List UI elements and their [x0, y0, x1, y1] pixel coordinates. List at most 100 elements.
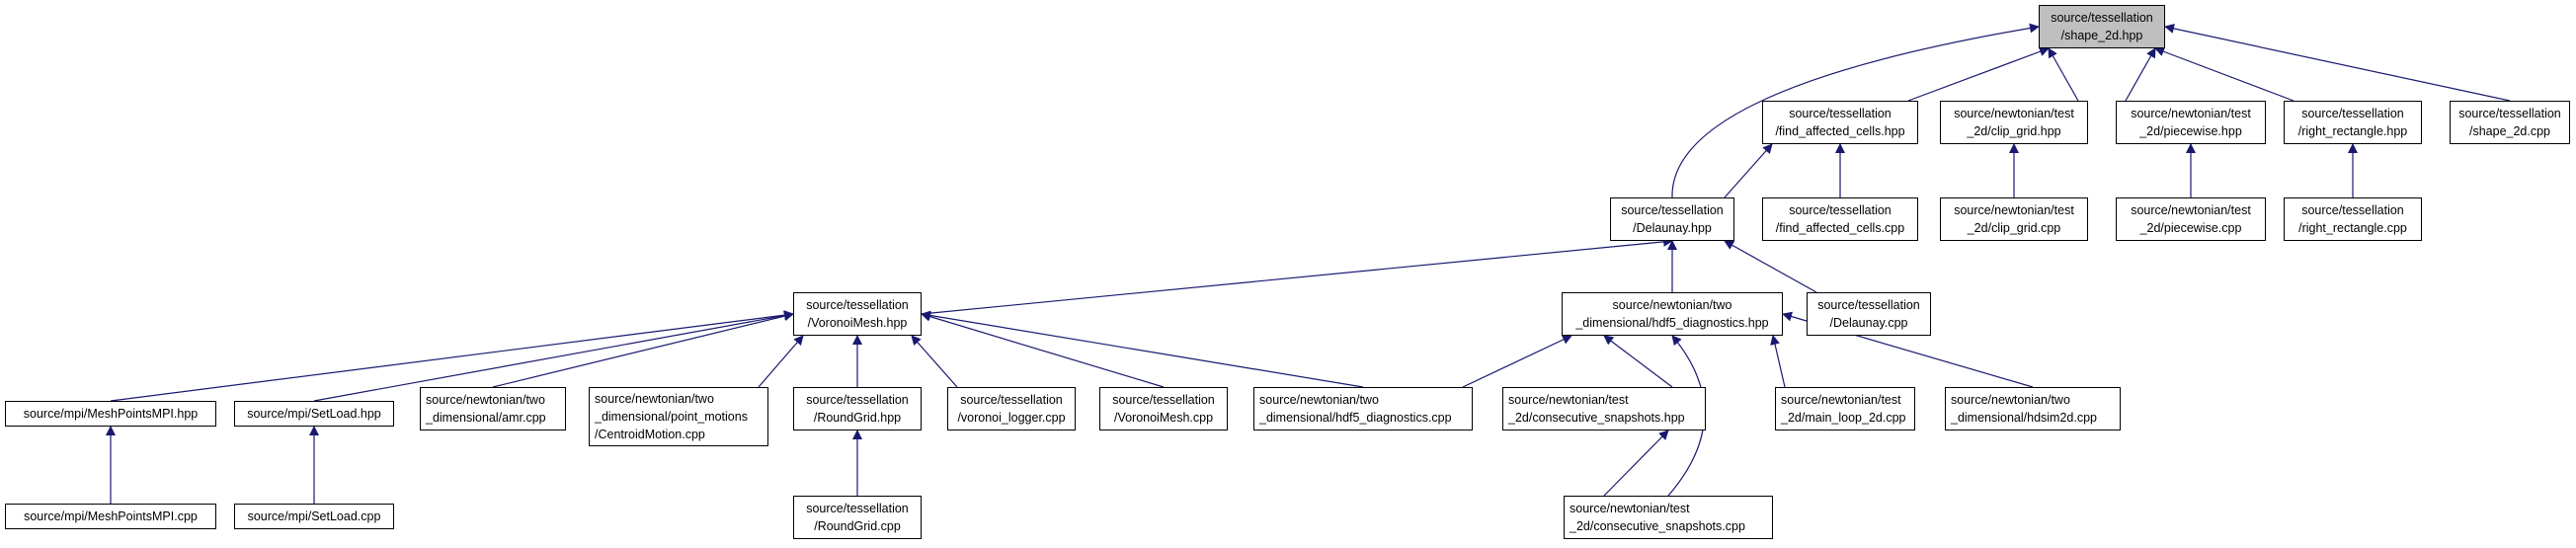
node-label-line: source/newtonian/test: [1954, 203, 2074, 217]
node-label-line: source/mpi/MeshPointsMPI.cpp: [24, 509, 198, 523]
edge-centroidmotion-cpp-to-voronoimesh-hpp: [758, 335, 804, 388]
node-label-line: source/newtonian/two: [595, 392, 714, 406]
edge-delaunay-cpp-to-delaunay-hpp: [1724, 240, 1817, 293]
node-label-line: source/tessellation: [1789, 203, 1892, 217]
node-main-loop-2d-cpp[interactable]: source/newtonian/test _2d/main_loop_2d.cp…: [1775, 387, 1915, 431]
node-label-line: source/newtonian/two: [1259, 393, 1379, 407]
node-label-line: _2d/clip_grid.hpp: [1967, 124, 2061, 138]
node-shape-2d-cpp[interactable]: source/tessellation/shape_2d.cpp: [2450, 101, 2570, 144]
node-label-line: source/newtonian/two: [426, 393, 545, 407]
node-amr-cpp[interactable]: source/newtonian/two _dimensional/amr.cpp: [420, 387, 566, 431]
node-voronoimesh-hpp[interactable]: source/tessellation/VoronoiMesh.hpp: [793, 292, 922, 336]
node-clip-grid-hpp[interactable]: source/newtonian/test_2d/clip_grid.hpp: [1940, 101, 2088, 144]
node-label-line: _2d/clip_grid.cpp: [1967, 221, 2061, 235]
node-hdf5-diagnostics-cpp[interactable]: source/newtonian/two _dimensional/hdf5_di…: [1253, 387, 1473, 431]
node-label-line: _2d/consecutive_snapshots.cpp: [1570, 519, 1745, 533]
node-label-line: /right_rectangle.hpp: [2297, 124, 2408, 138]
edge-piecewise-hpp-to-shape-2d-hpp: [2125, 47, 2156, 102]
node-setload-cpp[interactable]: source/mpi/SetLoad.cpp: [234, 504, 394, 529]
edge-delaunay-hpp-to-shape-2d-hpp: [1671, 23, 2040, 198]
edge-voronoimesh-hpp-to-delaunay-hpp: [921, 236, 1673, 315]
edge-main-loop-2d-cpp-to-hdf5-diagnostics-hpp: [1770, 335, 1786, 388]
node-label-line: source/tessellation: [1817, 298, 1920, 312]
edge-hdf5-diagnostics-cpp-to-voronoimesh-hpp: [921, 310, 1364, 388]
node-meshpointsmpi-cpp[interactable]: source/mpi/MeshPointsMPI.cpp: [5, 504, 216, 529]
node-roundgrid-cpp[interactable]: source/tessellation/RoundGrid.cpp: [793, 496, 922, 539]
node-label-line: /CentroidMotion.cpp: [595, 428, 705, 441]
node-meshpointsmpi-hpp[interactable]: source/mpi/MeshPointsMPI.hpp: [5, 401, 216, 427]
edge-clip-grid-hpp-to-shape-2d-hpp: [2048, 47, 2079, 102]
node-delaunay-hpp[interactable]: source/tessellation/Delaunay.hpp: [1610, 197, 1734, 241]
node-label-line: /voronoi_logger.cpp: [957, 411, 1066, 425]
node-centroidmotion-cpp[interactable]: source/newtonian/two _dimensional/point_m…: [589, 387, 768, 446]
node-label-line: /VoronoiMesh.hpp: [807, 316, 908, 330]
node-hdf5-diagnostics-hpp[interactable]: source/newtonian/two _dimensional/hdf5_di…: [1562, 292, 1783, 336]
node-label-line: /shape_2d.cpp: [2468, 124, 2550, 138]
edge-find-affected-cells-hpp-to-shape-2d-hpp: [1907, 46, 2050, 102]
node-piecewise-cpp[interactable]: source/newtonian/test _2d/piecewise.cpp: [2116, 197, 2266, 241]
edge-right-rectangle-hpp-to-shape-2d-hpp: [2154, 46, 2294, 102]
edge-consecutive-snapshots-hpp-to-hdf5-diagnostics-hpp: [1603, 335, 1673, 388]
node-label-line: source/newtonian/two: [1612, 298, 1732, 312]
node-label-line: source/newtonian/two: [1951, 393, 2070, 407]
node-label-line: source/tessellation: [1621, 203, 1724, 217]
node-label-line: source/tessellation: [806, 502, 909, 515]
node-voronoimesh-cpp[interactable]: source/tessellation/VoronoiMesh.cpp: [1099, 387, 1228, 431]
node-label-line: source/tessellation: [806, 298, 909, 312]
node-label-line: source/tessellation: [1112, 393, 1215, 407]
node-label-line: /shape_2d.hpp: [2060, 29, 2143, 42]
edge-voronoi-logger-cpp-to-voronoimesh-hpp: [911, 335, 958, 388]
node-right-rectangle-cpp[interactable]: source/tessellation/right_rectangle.cpp: [2284, 197, 2422, 241]
node-label-line: /find_affected_cells.cpp: [1775, 221, 1905, 235]
edge-meshpointsmpi-hpp-to-voronoimesh-hpp: [110, 310, 794, 402]
node-label-line: _2d/piecewise.cpp: [2139, 221, 2242, 235]
node-label-line: source/tessellation: [2301, 107, 2404, 120]
edge-setload-hpp-to-voronoimesh-hpp: [313, 310, 794, 402]
edge-delaunay-hpp-to-find-affected-cells-hpp: [1724, 143, 1773, 198]
node-label-line: source/newtonian/test: [1570, 502, 1690, 515]
node-piecewise-hpp[interactable]: source/newtonian/test _2d/piecewise.hpp: [2116, 101, 2266, 144]
node-label-line: source/tessellation: [1789, 107, 1892, 120]
node-right-rectangle-hpp[interactable]: source/tessellation/right_rectangle.hpp: [2284, 101, 2422, 144]
edge-voronoimesh-cpp-to-voronoimesh-hpp: [921, 311, 1165, 388]
node-shape-2d-hpp: source/tessellation/shape_2d.hpp: [2039, 5, 2165, 48]
node-label-line: /find_affected_cells.hpp: [1775, 124, 1905, 138]
edges-group: [106, 23, 2511, 504]
node-find-affected-cells-hpp[interactable]: source/tessellation/find_affected_cells.…: [1762, 101, 1918, 144]
node-clip-grid-cpp[interactable]: source/newtonian/test _2d/clip_grid.cpp: [1940, 197, 2088, 241]
node-label-line: source/mpi/MeshPointsMPI.hpp: [23, 407, 199, 421]
node-label-line: source/newtonian/test: [1781, 393, 1901, 407]
edge-amr-cpp-to-voronoimesh-hpp: [492, 311, 794, 388]
node-roundgrid-hpp[interactable]: source/tessellation/RoundGrid.hpp: [793, 387, 922, 431]
node-label-line: source/tessellation: [2051, 11, 2153, 25]
node-label-line: source/newtonian/test: [2131, 107, 2251, 120]
node-label-line: _dimensional/point_motions: [595, 410, 748, 424]
node-label-line: source/mpi/SetLoad.cpp: [247, 509, 381, 523]
node-label-line: source/tessellation: [2458, 107, 2561, 120]
node-label-line: _dimensional/hdf5_diagnostics.cpp: [1259, 411, 1452, 425]
node-label-line: source/tessellation: [960, 393, 1063, 407]
node-label-line: source/newtonian/test: [1508, 393, 1629, 407]
node-label-line: source/tessellation: [806, 393, 909, 407]
node-label-line: source/newtonian/test: [2131, 203, 2251, 217]
node-setload-hpp[interactable]: source/mpi/SetLoad.hpp: [234, 401, 394, 427]
node-consecutive-snapshots-cpp[interactable]: source/newtonian/test _2d/consecutive_sna…: [1564, 496, 1773, 539]
node-hdsim2d-cpp[interactable]: source/newtonian/two _dimensional/hdsim2d…: [1945, 387, 2121, 431]
node-label-line: _dimensional/hdf5_diagnostics.hpp: [1575, 316, 1769, 330]
node-label-line: /Delaunay.hpp: [1633, 221, 1712, 235]
node-label-line: /right_rectangle.cpp: [2298, 221, 2407, 235]
node-consecutive-snapshots-hpp[interactable]: source/newtonian/test _2d/consecutive_sna…: [1502, 387, 1706, 431]
node-label-line: /Delaunay.cpp: [1829, 316, 1908, 330]
node-label-line: _dimensional/amr.cpp: [426, 411, 546, 425]
node-label-line: _2d/consecutive_snapshots.hpp: [1508, 411, 1685, 425]
node-voronoi-logger-cpp[interactable]: source/tessellation/voronoi_logger.cpp: [947, 387, 1076, 431]
node-label-line: source/tessellation: [2301, 203, 2404, 217]
node-label-line: source/mpi/SetLoad.hpp: [247, 407, 381, 421]
node-delaunay-cpp[interactable]: source/tessellation/Delaunay.cpp: [1807, 292, 1931, 336]
node-label-line: _2d/piecewise.hpp: [2139, 124, 2242, 138]
node-label-line: /RoundGrid.hpp: [813, 411, 902, 425]
node-label-line: _2d/main_loop_2d.cpp: [1781, 411, 1906, 425]
node-label-line: _dimensional/hdsim2d.cpp: [1951, 411, 2098, 425]
node-find-affected-cells-cpp[interactable]: source/tessellation/find_affected_cells.…: [1762, 197, 1918, 241]
